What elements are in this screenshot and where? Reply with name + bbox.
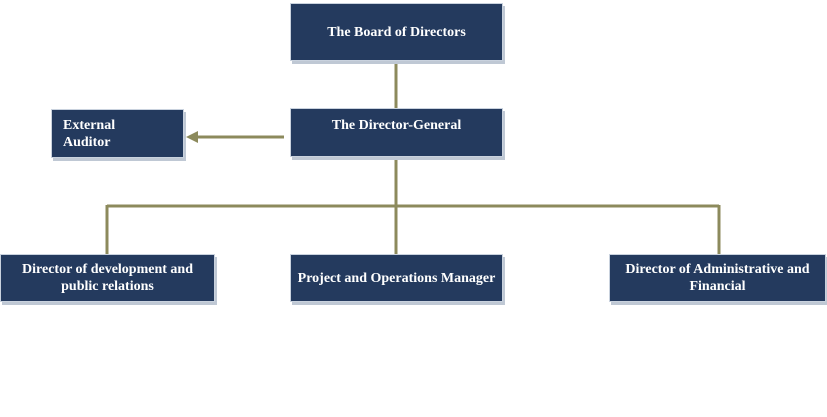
node-project-operations-manager: Project and Operations Manager bbox=[290, 254, 503, 302]
node-label: The Board of Directors bbox=[327, 24, 466, 40]
arrow-head-to-auditor bbox=[186, 131, 198, 143]
node-director-development-pr: Director of development and public relat… bbox=[0, 254, 215, 302]
node-director-admin-financial: Director of Administrative and Financial bbox=[609, 254, 826, 302]
node-label: Director of development and public relat… bbox=[22, 262, 193, 294]
node-label: External Auditor bbox=[63, 117, 116, 150]
node-director-general: The Director-General bbox=[290, 108, 503, 157]
node-label: The Director-General bbox=[331, 118, 462, 133]
node-label: Project and Operations Manager bbox=[297, 270, 496, 286]
node-label: Director of Administrative and Financial bbox=[625, 262, 810, 294]
node-external-auditor: External Auditor bbox=[51, 109, 184, 158]
node-board-of-directors: The Board of Directors bbox=[290, 3, 503, 61]
